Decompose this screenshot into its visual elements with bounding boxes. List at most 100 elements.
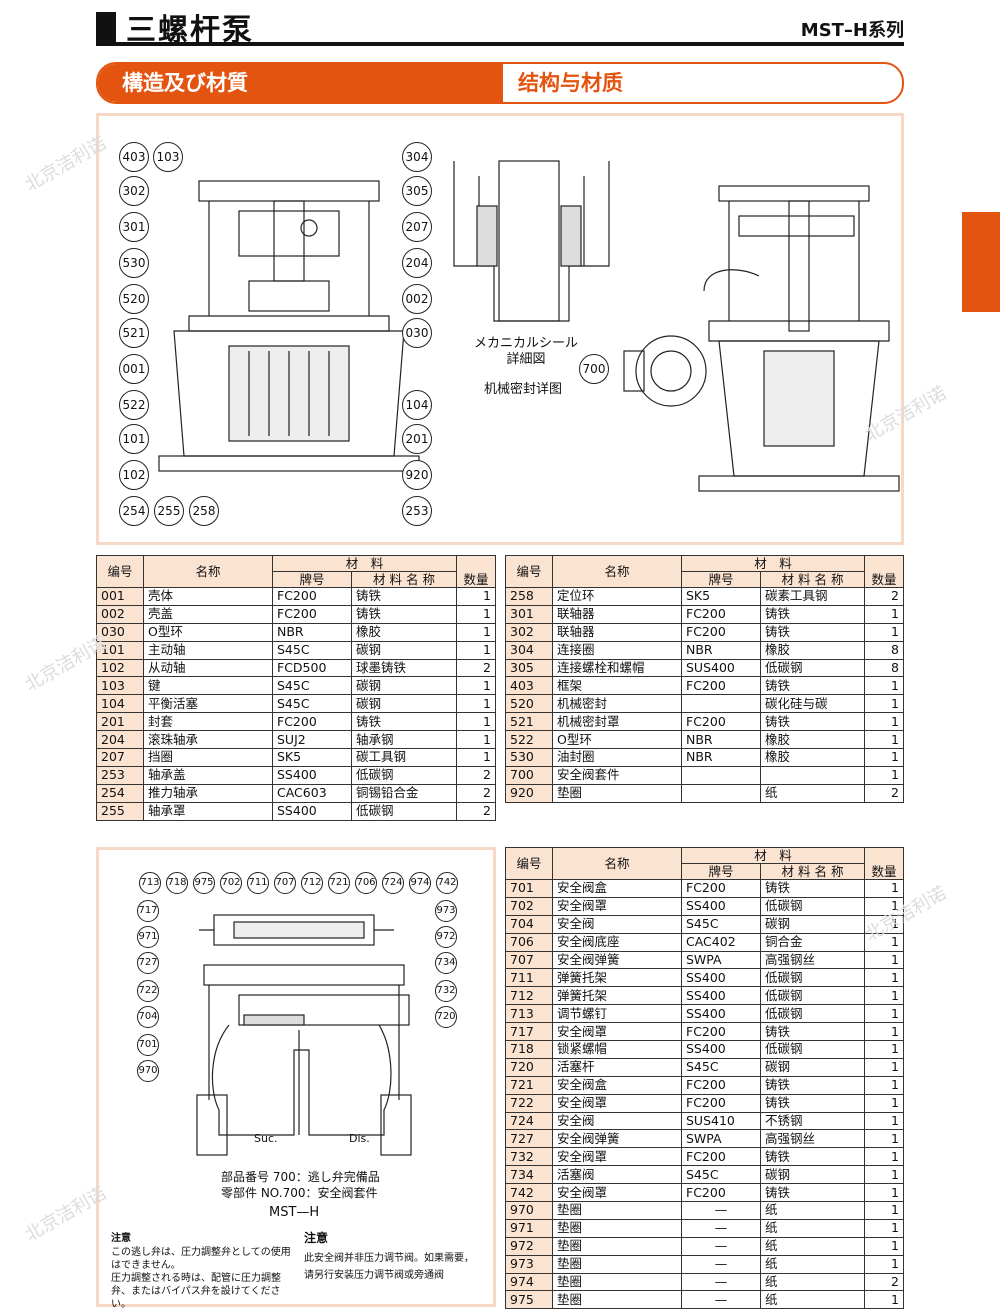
callout-712: 712 <box>301 872 323 894</box>
cell-grade: CAC402 <box>681 932 761 952</box>
col-grade: 牌号 <box>681 571 761 588</box>
cell-code: 101 <box>96 640 144 660</box>
header-rule <box>96 42 904 46</box>
callout-701: 701 <box>137 1034 159 1056</box>
cell-qty: 2 <box>864 783 904 803</box>
callout-720: 720 <box>435 1006 457 1028</box>
cell-qty: 1 <box>864 1147 904 1167</box>
cell-material: 铸铁 <box>760 1075 865 1095</box>
cell-grade: NBR <box>681 640 761 660</box>
cell-name: 轴承盖 <box>143 765 273 785</box>
cell-material: 低碳钢 <box>760 1004 865 1024</box>
cell-qty: 1 <box>864 968 904 988</box>
cell-qty: 1 <box>864 765 904 785</box>
cell-qty: 1 <box>864 1022 904 1042</box>
cell-name: 垫圈 <box>552 783 682 803</box>
cell-qty: 2 <box>456 765 496 785</box>
cell-name: 安全阀罩 <box>552 1093 682 1113</box>
cell-code: 971 <box>505 1218 553 1238</box>
callout-722: 722 <box>137 980 159 1002</box>
cell-name: 锁紧螺帽 <box>552 1040 682 1059</box>
cell-grade <box>681 765 761 785</box>
callout-207: 207 <box>402 212 432 242</box>
cell-grade: FC200 <box>681 879 761 898</box>
cell-material: 纸 <box>760 783 865 803</box>
cell-material: 低碳钢 <box>760 896 865 916</box>
callout-717: 717 <box>137 900 159 922</box>
cell-material: 低碳钢 <box>760 658 865 678</box>
cell-code: 742 <box>505 1183 553 1203</box>
cell-code: 030 <box>96 622 144 642</box>
section-bar: 構造及び材質 结构与材质 <box>96 62 904 104</box>
cell-name: 弹簧托架 <box>552 968 682 988</box>
cell-code: 530 <box>505 748 553 767</box>
cell-code: 102 <box>96 658 144 678</box>
cell-grade: FC200 <box>272 587 352 606</box>
cell-grade: SS400 <box>272 801 352 821</box>
note-jp-title: 注意 <box>111 1233 131 1244</box>
callout-305: 305 <box>402 176 432 206</box>
cell-grade: FC200 <box>681 712 761 732</box>
cell-grade: SS400 <box>681 968 761 988</box>
cell-qty: 1 <box>864 1129 904 1149</box>
callout-255: 255 <box>154 496 184 526</box>
label-suc: Suc. <box>254 1132 278 1145</box>
cell-qty: 1 <box>864 879 904 898</box>
pump-section-drawing <box>158 160 900 492</box>
cell-name: 安全阀盒 <box>552 879 682 898</box>
cell-name: 壳盖 <box>143 604 273 624</box>
cell-code: 520 <box>505 694 553 714</box>
cell-qty: 1 <box>864 1075 904 1095</box>
cell-qty: 1 <box>456 676 496 696</box>
cell-material: 球墨铸铁 <box>351 658 457 678</box>
cell-name: 垫圈 <box>552 1201 682 1220</box>
cell-code: 103 <box>96 676 144 696</box>
cell-code: 305 <box>505 658 553 678</box>
cell-qty: 1 <box>864 1111 904 1131</box>
cell-code: 713 <box>505 1004 553 1024</box>
cell-name: 安全阀 <box>552 914 682 934</box>
cell-grade: — <box>681 1218 761 1238</box>
cell-code: 204 <box>96 730 144 750</box>
cell-qty: 1 <box>864 986 904 1006</box>
model-label: MST—H <box>269 1205 320 1220</box>
cell-material: 纸 <box>760 1218 865 1238</box>
cell-grade <box>681 694 761 714</box>
cell-qty: 1 <box>456 748 496 767</box>
cell-material <box>760 765 865 785</box>
col-material: 材 料 <box>681 555 865 572</box>
cell-qty: 1 <box>864 950 904 970</box>
callout-201: 201 <box>402 424 432 454</box>
side-tab <box>962 212 1000 312</box>
col-qty: 数量 <box>456 555 496 588</box>
cell-grade: FC200 <box>681 676 761 696</box>
cell-qty: 2 <box>864 587 904 606</box>
cell-grade: FC200 <box>681 1147 761 1167</box>
cell-name: 机械密封 <box>552 694 682 714</box>
cell-qty: 1 <box>456 712 496 732</box>
cell-grade: S45C <box>681 914 761 934</box>
cell-code: 722 <box>505 1093 553 1113</box>
cell-name: 弹簧托架 <box>552 986 682 1006</box>
cell-code: 724 <box>505 1111 553 1131</box>
callout-734: 734 <box>435 952 457 974</box>
cell-grade: SUJ2 <box>272 730 352 750</box>
cell-material: 纸 <box>760 1254 865 1274</box>
cell-code: 301 <box>505 604 553 624</box>
callout-258: 258 <box>189 496 219 526</box>
cell-grade: NBR <box>681 730 761 750</box>
cell-name: 联轴器 <box>552 622 682 642</box>
callout-974: 974 <box>409 872 431 894</box>
callout-970: 970 <box>137 1060 159 1082</box>
cell-material: 碳素工具钢 <box>760 587 865 606</box>
cell-qty: 8 <box>864 658 904 678</box>
